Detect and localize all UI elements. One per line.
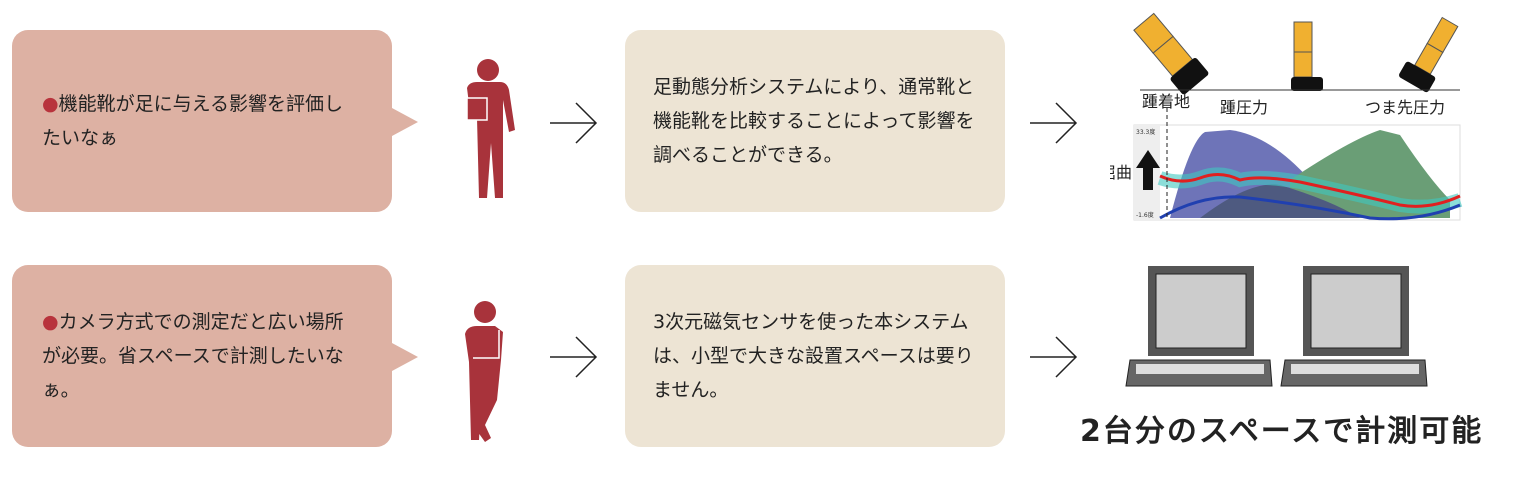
person-holding-book-icon	[466, 59, 515, 198]
arrow-right-icon	[550, 102, 598, 144]
toe-pressure-label: つま先圧力	[1365, 98, 1445, 117]
heel-pressure-label: 踵圧力	[1220, 98, 1268, 117]
y-max-label: 33.3度	[1136, 128, 1155, 136]
y-min-label: -1.6度	[1136, 211, 1154, 219]
solution-box-1: 足動態分析システムにより、通常靴と機能靴を比較することによって影響を調べることが…	[625, 30, 1005, 212]
arrow-right-icon	[550, 336, 598, 378]
solution-box-2: 3次元磁気センサを使った本システムは、小型で大きな設置スペースは要りません。	[625, 265, 1005, 447]
flexion-label: 屈曲	[1110, 163, 1132, 182]
caption: 2台分のスペースで計測可能	[1080, 414, 1484, 449]
solution-text: 足動態分析システムにより、通常靴と機能靴を比較することによって影響を調べることが…	[653, 76, 975, 166]
two-laptops-icon	[1125, 266, 1428, 387]
laptop-icon	[1280, 266, 1428, 387]
foot-sensor-icon	[1133, 12, 1459, 95]
need-bubble-2: ●カメラ方式での測定だと広い場所が必要。省スペースで計測したいなぁ。	[12, 265, 418, 447]
laptop-icon	[1125, 266, 1273, 387]
heel-contact-label: 踵着地	[1142, 92, 1190, 111]
arrow-right-icon	[1030, 102, 1078, 144]
arrow-right-icon	[1030, 336, 1078, 378]
bullet-icon: ●	[42, 93, 59, 115]
person-thinking-icon	[465, 301, 503, 442]
need-text: カメラ方式での測定だと広い場所が必要。省スペースで計測したいなぁ。	[42, 311, 344, 401]
need-text: 機能靴が足に与える影響を評価したいなぁ	[42, 93, 344, 149]
gait-analysis-figure: 踵着地 踵圧力 つま先圧力 33.3度 -1.6度 屈曲	[1110, 12, 1463, 221]
solution-text: 3次元磁気センサを使った本システムは、小型で大きな設置スペースは要りません。	[653, 311, 974, 401]
need-bubble-1: ●機能靴が足に与える影響を評価したいなぁ	[12, 30, 418, 212]
bullet-icon: ●	[42, 311, 59, 333]
up-arrow-icon	[1136, 150, 1160, 190]
